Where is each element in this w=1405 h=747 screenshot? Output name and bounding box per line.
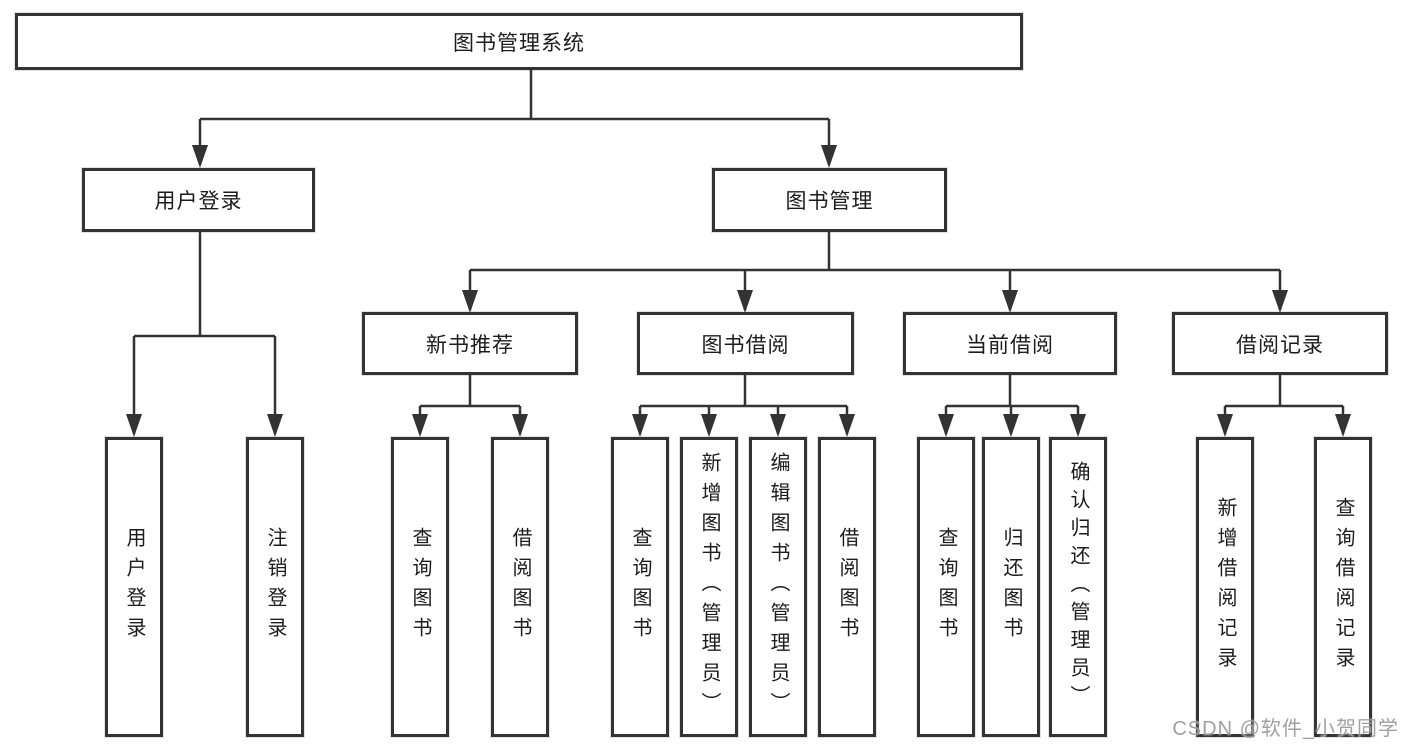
leaf-borrow-books-recommend: 借阅图书 <box>491 437 549 737</box>
node-current-borrowing: 当前借阅 <box>903 312 1117 375</box>
connector-user-login-split <box>132 232 277 434</box>
arrowhead-icon <box>1003 414 1019 437</box>
arrowhead-icon <box>1002 290 1018 313</box>
node-label: 图书管理 <box>785 190 874 213</box>
arrowhead-icon <box>1335 414 1351 437</box>
connector-current-borrowing-split <box>944 375 1080 434</box>
leaf-confirm-return-admin: 确认归还（管理员） <box>1049 437 1107 737</box>
node-book-management: 图书管理 <box>712 168 947 232</box>
connector-new-book-split <box>418 375 522 434</box>
leaf-edit-books-admin: 编辑图书（管理员） <box>749 437 807 737</box>
arrowhead-icon <box>267 414 283 437</box>
node-label: 查询图书 <box>629 527 651 647</box>
node-label: 新增借阅记录 <box>1214 497 1236 677</box>
leaf-add-books-admin: 新增图书（管理员） <box>680 437 738 737</box>
arrowhead-icon <box>412 414 428 437</box>
connector-book-management-split <box>468 232 1282 310</box>
arrowhead-icon <box>462 290 478 313</box>
leaf-add-borrow-record: 新增借阅记录 <box>1196 437 1254 737</box>
arrowhead-icon <box>770 414 786 437</box>
arrowhead-icon <box>1070 414 1086 437</box>
node-label: 新增图书（管理员） <box>698 452 720 722</box>
node-label: 图书借阅 <box>701 333 790 357</box>
node-label: 归还图书 <box>1000 527 1022 647</box>
node-label: 当前借阅 <box>966 333 1054 357</box>
arrowhead-icon <box>512 414 528 437</box>
arrowhead-icon <box>821 145 837 168</box>
node-label: 图书管理系统 <box>453 31 585 55</box>
arrowhead-icon <box>701 414 717 437</box>
node-label: 用户登录 <box>123 527 145 647</box>
node-label: 借阅图书 <box>836 527 858 647</box>
connector-root-split <box>198 70 831 165</box>
csdn-watermark: CSDN @软件_小贺同学 <box>1172 718 1399 740</box>
node-label: 查询图书 <box>935 527 957 647</box>
arrowhead-icon <box>839 414 855 437</box>
node-label: 借阅记录 <box>1236 333 1324 357</box>
leaf-query-borrow-record: 查询借阅记录 <box>1314 437 1372 737</box>
leaf-query-books-current: 查询图书 <box>917 437 975 737</box>
connector-book-borrowing-split <box>638 375 849 434</box>
leaf-user-login: 用户登录 <box>105 437 163 737</box>
leaf-borrow-books-borrowing: 借阅图书 <box>818 437 876 737</box>
node-label: 新书推荐 <box>426 333 514 357</box>
arrowhead-icon <box>126 414 142 437</box>
arrowhead-icon <box>1217 414 1233 437</box>
node-borrowing-records: 借阅记录 <box>1172 312 1388 375</box>
connector-borrowing-records-split <box>1223 375 1345 434</box>
arrowhead-icon <box>632 414 648 437</box>
node-label: 确认归还（管理员） <box>1067 461 1089 713</box>
node-label: 编辑图书（管理员） <box>767 452 789 722</box>
node-user-login: 用户登录 <box>82 168 315 232</box>
node-label: 查询借阅记录 <box>1332 497 1354 677</box>
node-new-book-recommend: 新书推荐 <box>362 312 578 375</box>
node-book-borrowing: 图书借阅 <box>637 312 854 375</box>
node-label: 查询图书 <box>409 527 431 647</box>
leaf-query-books-borrowing: 查询图书 <box>611 437 669 737</box>
leaf-query-books-recommend: 查询图书 <box>391 437 449 737</box>
node-label: 用户登录 <box>154 190 243 213</box>
leaf-logout: 注销登录 <box>246 437 304 737</box>
arrowhead-icon <box>737 290 753 313</box>
arrowhead-icon <box>938 414 954 437</box>
node-label: 借阅图书 <box>509 527 531 647</box>
node-book-management-system: 图书管理系统 <box>15 13 1023 70</box>
arrowhead-icon <box>192 145 208 168</box>
node-label: 注销登录 <box>264 527 286 647</box>
arrowhead-icon <box>1272 290 1288 313</box>
leaf-return-books: 归还图书 <box>982 437 1040 737</box>
